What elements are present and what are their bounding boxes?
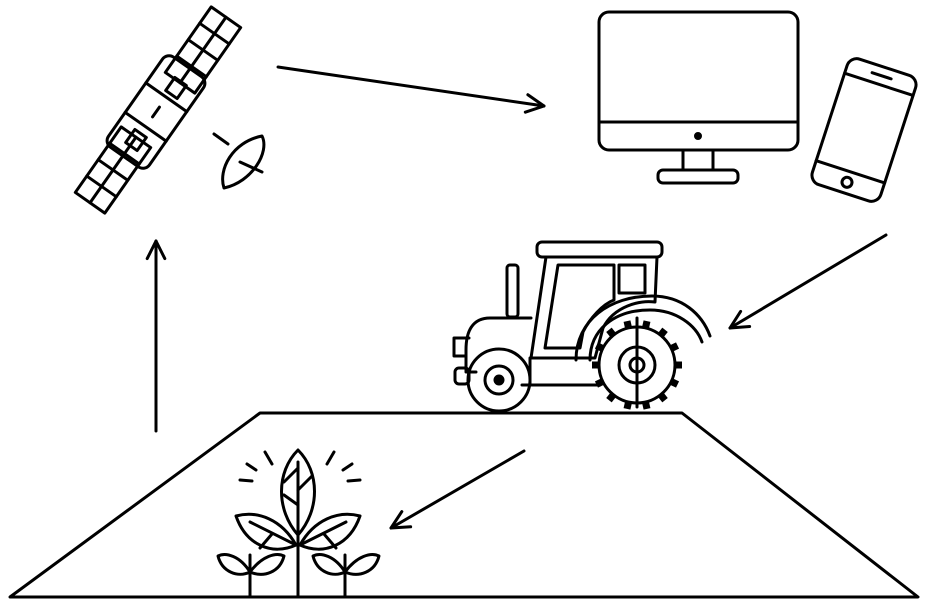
flow-arrow-devices-to-tractor <box>730 235 886 328</box>
field-icon <box>10 413 918 597</box>
tire-tread <box>645 321 647 328</box>
tire-tread <box>671 381 677 384</box>
tire-tread <box>645 402 647 409</box>
plant-icon <box>218 450 379 597</box>
tire-tread <box>627 402 629 409</box>
flow-arrow-satellite-to-devices <box>278 67 544 106</box>
smartphone-icon <box>809 56 918 204</box>
tire-tread <box>609 330 613 335</box>
monitor-icon <box>599 12 798 183</box>
tire-tread <box>661 330 665 335</box>
tire-tread <box>627 321 629 328</box>
tire-tread <box>661 395 665 400</box>
tire-tread <box>596 381 602 384</box>
tire-tread <box>596 345 602 348</box>
flow-arrow-tractor-to-field <box>391 451 524 528</box>
tractor-icon <box>454 242 710 411</box>
tire-tread <box>671 345 677 348</box>
satellite-icon <box>75 7 264 213</box>
tire-tread <box>609 395 613 400</box>
